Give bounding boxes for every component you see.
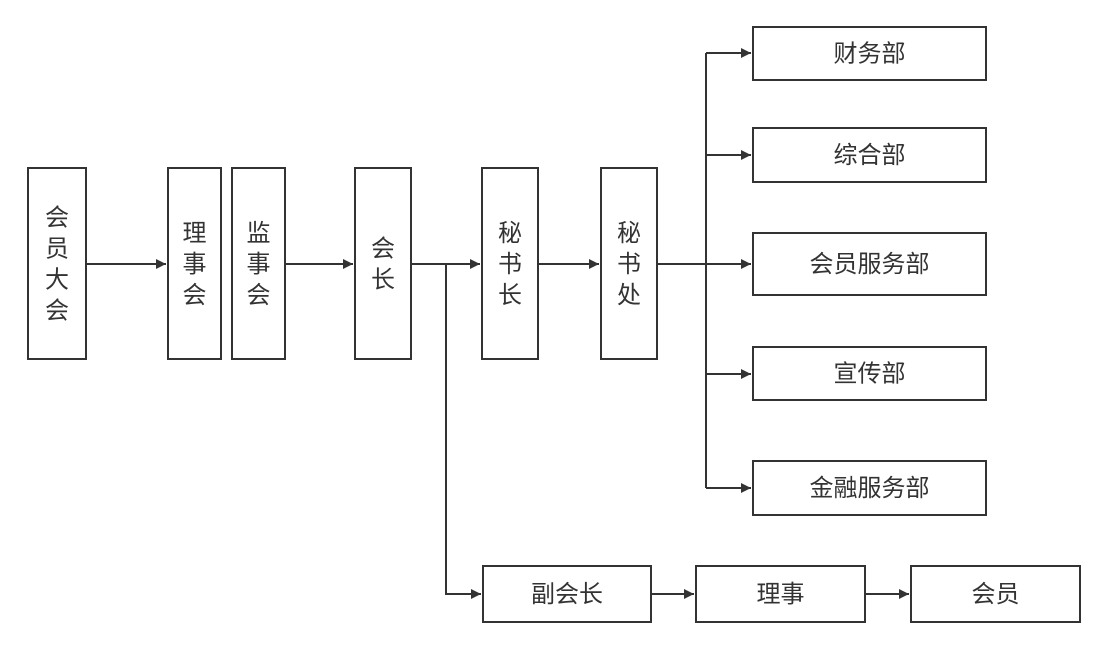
node-president: 会长 [354, 167, 412, 360]
node-secretariat-label: 秘书处 [617, 219, 641, 309]
node-general-assembly: 会员大会 [27, 167, 87, 360]
node-president-label: 会长 [371, 235, 395, 294]
node-general-assembly-label: 会员大会 [45, 204, 69, 325]
node-council: 理事会 [167, 167, 222, 360]
node-supervisory-board: 监事会 [231, 167, 286, 360]
node-member-label: 会员 [972, 580, 1020, 608]
node-vice-president: 副会长 [482, 565, 652, 623]
edge-president-to-vice-president [445, 264, 481, 599]
node-finance-dept: 财务部 [752, 26, 987, 81]
node-member: 会员 [910, 565, 1081, 623]
node-member-services-dept-label: 会员服务部 [810, 250, 930, 278]
node-supervisory-board-label: 监事会 [247, 219, 271, 309]
node-secretary-general: 秘书长 [481, 167, 539, 360]
node-member-services-dept: 会员服务部 [752, 232, 987, 296]
node-council-label: 理事会 [183, 219, 207, 309]
edges [87, 48, 909, 599]
node-secretariat: 秘书处 [600, 167, 658, 360]
node-financial-services-dept-label: 金融服务部 [810, 474, 930, 502]
node-director: 理事 [695, 565, 866, 623]
node-publicity-dept: 宣传部 [752, 346, 987, 401]
node-publicity-dept-label: 宣传部 [834, 360, 906, 388]
node-financial-services-dept: 金融服务部 [752, 460, 987, 516]
node-general-affairs-dept: 综合部 [752, 127, 987, 183]
node-finance-dept-label: 财务部 [834, 40, 906, 68]
node-director-label: 理事 [757, 580, 805, 608]
node-general-affairs-dept-label: 综合部 [834, 141, 906, 169]
node-secretary-general-label: 秘书长 [498, 219, 522, 309]
node-vice-president-label: 副会长 [531, 580, 603, 608]
